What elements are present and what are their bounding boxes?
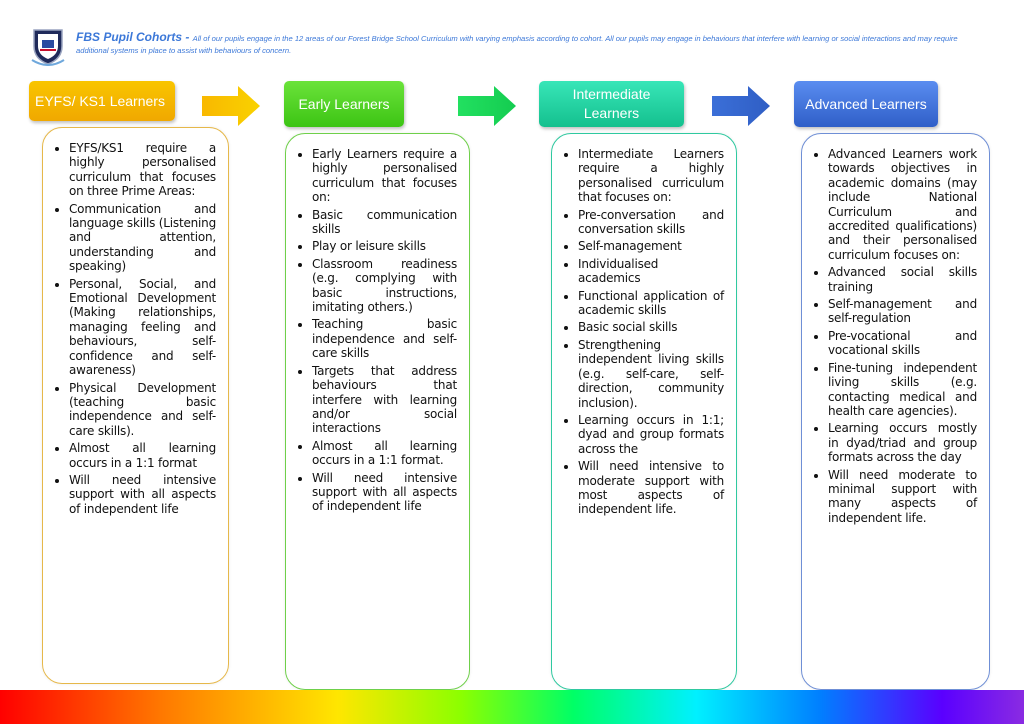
list-item: Individualised academics	[578, 257, 724, 286]
arrow-right-icon	[458, 86, 516, 126]
list-item: Classroom readiness (e.g. complying with…	[312, 257, 457, 315]
list-item: Self-management and self-regulation	[828, 297, 977, 326]
list-item: Will need intensive support with all asp…	[312, 471, 457, 514]
list-item: Will need intensive to moderate support …	[578, 459, 724, 517]
card-early: Early Learners require a highly personal…	[285, 133, 470, 690]
list-item: Advanced social skills training	[828, 265, 977, 294]
list-item: Intermediate Learners require a highly p…	[578, 147, 724, 205]
arrow-right-icon	[202, 86, 260, 126]
cohort-list: EYFS/KS1 require a highly personalised c…	[51, 141, 216, 516]
page-description: All of our pupils engage in the 12 areas…	[76, 34, 958, 55]
list-item: Pre-conversation and conversation skills	[578, 208, 724, 237]
column-header-advanced: Advanced Learners	[794, 81, 938, 127]
column-header-eyfs: EYFS/ KS1 Learners	[29, 81, 175, 121]
list-item: Targets that address behaviours that int…	[312, 364, 457, 436]
list-item: Almost all learning occurs in a 1:1 form…	[69, 441, 216, 470]
list-item: Pre-vocational and vocational skills	[828, 329, 977, 358]
arrow-right-icon	[712, 86, 770, 126]
column-header-intermediate: Intermediate Learners	[539, 81, 684, 127]
card-intermediate: Intermediate Learners require a highly p…	[551, 133, 737, 690]
column-header-early: Early Learners	[284, 81, 404, 127]
school-crest-logo	[31, 29, 65, 66]
list-item: Personal, Social, and Emotional Developm…	[69, 277, 216, 378]
cohort-list: Intermediate Learners require a highly p…	[560, 147, 724, 517]
list-item: Will need moderate to minimal support wi…	[828, 468, 977, 526]
list-item: Will need intensive support with all asp…	[69, 473, 216, 516]
list-item: Teaching basic independence and self-car…	[312, 317, 457, 360]
cohort-list: Early Learners require a highly personal…	[294, 147, 457, 514]
list-item: Play or leisure skills	[312, 239, 457, 253]
page-title: FBS Pupil Cohorts	[76, 30, 182, 44]
list-item: Learning occurs in 1:1; dyad and group f…	[578, 413, 724, 456]
title-dash: -	[182, 30, 193, 44]
list-item: Functional application of academic skill…	[578, 289, 724, 318]
column-title: Advanced Learners	[805, 95, 927, 112]
column-title: Intermediate Learners	[572, 86, 651, 121]
list-item: Basic social skills	[578, 320, 724, 334]
rainbow-footer-band	[0, 690, 1024, 724]
list-item: Fine-tuning independent living skills (e…	[828, 361, 977, 419]
page-header: FBS Pupil Cohorts - All of our pupils en…	[76, 31, 966, 57]
list-item: Strengthening independent living skills …	[578, 338, 724, 410]
list-item: Basic communication skills	[312, 208, 457, 237]
list-item: Almost all learning occurs in a 1:1 form…	[312, 439, 457, 468]
list-item: Communication and language skills (Liste…	[69, 202, 216, 274]
list-item: Early Learners require a highly personal…	[312, 147, 457, 205]
list-item: Self-management	[578, 239, 724, 253]
cohort-list: Advanced Learners work towards objective…	[810, 147, 977, 525]
list-item: Advanced Learners work towards objective…	[828, 147, 977, 262]
card-eyfs: EYFS/KS1 require a highly personalised c…	[42, 127, 229, 684]
column-title: EYFS/ KS1 Learners	[35, 92, 165, 109]
column-title: Early Learners	[298, 95, 390, 112]
card-advanced: Advanced Learners work towards objective…	[801, 133, 990, 690]
list-item: Learning occurs mostly in dyad/triad and…	[828, 421, 977, 464]
list-item: EYFS/KS1 require a highly personalised c…	[69, 141, 216, 199]
list-item: Physical Development (teaching basic ind…	[69, 381, 216, 439]
